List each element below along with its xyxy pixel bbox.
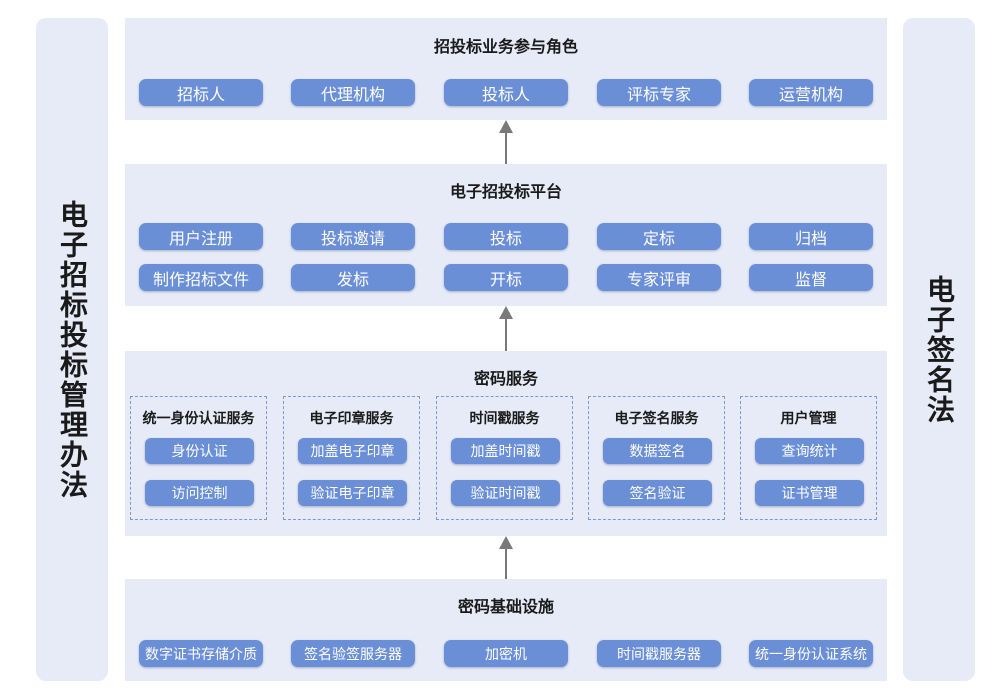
platform-title: 电子招投标平台	[449, 182, 562, 201]
service-group-title: 电子签名服务	[614, 411, 699, 427]
arrow-up-icon	[498, 306, 514, 351]
service-item: 加盖时间戳	[451, 438, 560, 464]
platform-item: 定标	[597, 223, 721, 250]
role-agency: 代理机构	[291, 79, 415, 106]
role-expert: 评标专家	[597, 79, 721, 106]
role-operator: 运营机构	[749, 79, 873, 106]
service-group-title: 电子印章服务	[309, 411, 394, 427]
infrastructure-item: 统一身份认证系统	[749, 640, 873, 667]
infrastructure-panel: 密码基础设施 数字证书存储介质 签名验签服务器 加密机 时间戳服务器 统一身份认…	[125, 579, 887, 681]
role-bidder: 投标人	[444, 79, 568, 106]
service-group-title: 统一身份认证服务	[142, 411, 255, 427]
service-group: 电子印章服务 加盖电子印章 验证电子印章	[283, 396, 420, 520]
roles-title: 招投标业务参与角色	[433, 37, 578, 56]
service-group: 电子签名服务 数据签名 签名验证	[588, 396, 725, 520]
roles-panel: 招投标业务参与角色 招标人 代理机构 投标人 评标专家 运营机构	[125, 18, 887, 120]
service-item: 加盖电子印章	[298, 438, 407, 464]
crypto-services-title: 密码服务	[473, 369, 538, 388]
platform-panel: 电子招投标平台 用户注册 投标邀请 投标 定标 归档 制作招标文件 发标 开标 …	[125, 164, 887, 306]
infrastructure-title: 密码基础设施	[457, 597, 554, 616]
service-item: 签名验证	[603, 480, 712, 506]
arrow-up-icon	[498, 536, 514, 579]
service-group-title: 时间戳服务	[469, 411, 540, 427]
service-item: 验证时间戳	[451, 480, 560, 506]
role-tenderer: 招标人	[139, 79, 263, 106]
service-item: 数据签名	[603, 438, 712, 464]
platform-item: 投标邀请	[291, 223, 415, 250]
left-law-bar: 电子招标投标管理办法	[36, 18, 108, 681]
service-item: 查询统计	[755, 438, 864, 464]
service-group: 时间戳服务 加盖时间戳 验证时间戳	[436, 396, 573, 520]
platform-item: 用户注册	[139, 223, 263, 250]
infrastructure-item: 加密机	[444, 640, 568, 667]
service-item: 验证电子印章	[298, 480, 407, 506]
platform-item: 专家评审	[597, 264, 721, 291]
infrastructure-item: 时间戳服务器	[597, 640, 721, 667]
platform-item: 投标	[444, 223, 568, 250]
crypto-services-panel: 密码服务 统一身份认证服务 身份认证 访问控制 电子印章服务 加盖电子印章 验证…	[125, 351, 887, 536]
service-group-title: 用户管理	[780, 411, 837, 427]
service-group: 用户管理 查询统计 证书管理	[740, 396, 877, 520]
left-law-label: 电子招标投标管理办法	[56, 199, 89, 500]
platform-item: 开标	[444, 264, 568, 291]
service-item: 访问控制	[145, 480, 254, 506]
infrastructure-item: 签名验签服务器	[291, 640, 415, 667]
platform-item: 监督	[749, 264, 873, 291]
right-law-bar: 电子签名法	[903, 18, 975, 681]
service-group: 统一身份认证服务 身份认证 访问控制	[130, 396, 267, 520]
arrow-up-icon	[498, 120, 514, 164]
platform-item: 归档	[749, 223, 873, 250]
service-item: 身份认证	[145, 438, 254, 464]
service-item: 证书管理	[755, 480, 864, 506]
infrastructure-item: 数字证书存储介质	[139, 640, 263, 667]
right-law-label: 电子签名法	[923, 274, 956, 425]
platform-item: 发标	[291, 264, 415, 291]
platform-item: 制作招标文件	[139, 264, 263, 291]
